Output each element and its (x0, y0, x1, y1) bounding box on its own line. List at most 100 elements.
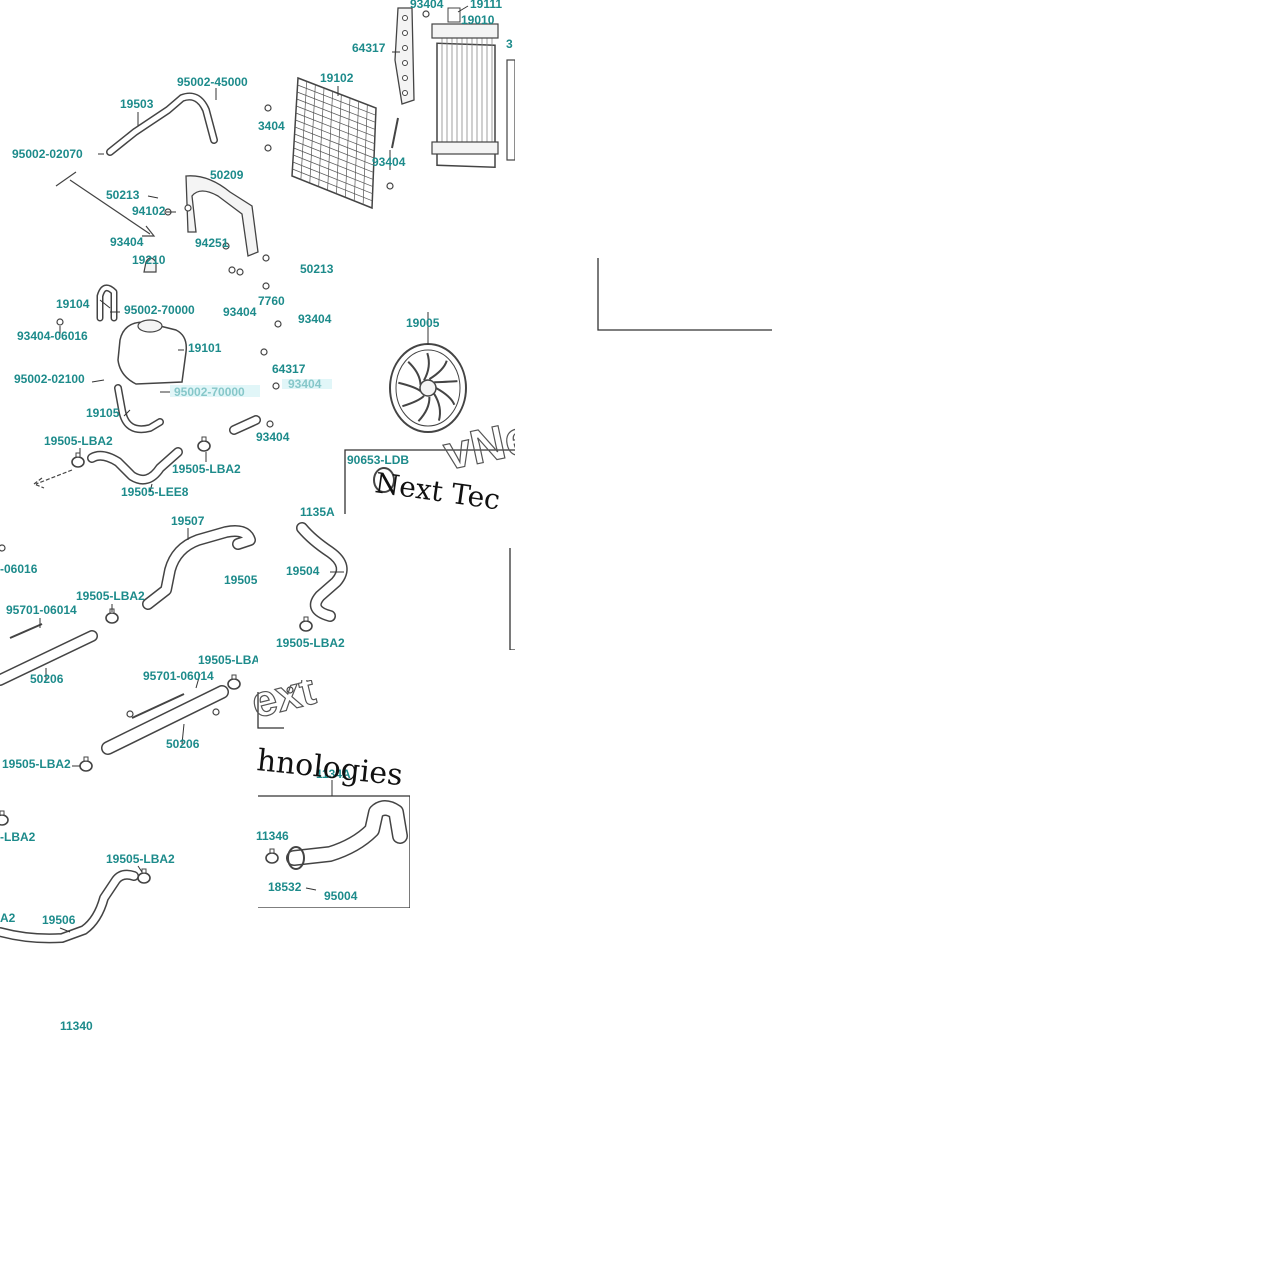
blank-region-7 (0, 1032, 258, 1285)
part-label-11346: 11346 (256, 829, 289, 843)
part-label-93404: 93404 (298, 312, 332, 326)
part-label-19505-lba2: 19505-LBA2 (2, 757, 71, 771)
blank-region-9 (410, 770, 515, 908)
leader-19 (149, 483, 153, 493)
part-label-19503: 19503 (120, 97, 154, 111)
bolt-7 (274, 320, 282, 328)
hose-right-stub (229, 415, 261, 435)
part-label-19111: 19111 (470, 0, 502, 11)
hose-clamp-2 (197, 436, 211, 452)
leader-10 (99, 299, 111, 309)
pipe-50206-left (0, 630, 98, 686)
leader-14 (91, 379, 105, 383)
blank-region-8 (258, 650, 515, 680)
hose-19507 (142, 525, 256, 610)
part-label-19505-lba2: 19505-LBA2 (76, 589, 145, 603)
clamp-90653 (373, 467, 395, 493)
part-label-19505-lba2: 19505-LBA2 (172, 462, 241, 476)
bolt-2 (264, 144, 272, 152)
part-label-64317: 64317 (272, 362, 306, 376)
hose-clamp-7 (137, 868, 151, 884)
part-label-93404: 93404 (410, 0, 444, 11)
part-label-3: 3 (506, 37, 513, 51)
direction-arrow-mid (32, 469, 73, 489)
bolt-4 (236, 268, 244, 276)
hose-19104 (96, 284, 118, 322)
part-label-90653-ldb: 90653-LDB (347, 453, 409, 467)
leader-25 (181, 723, 185, 745)
blank-region-2 (772, 0, 1285, 1285)
leader-29 (137, 865, 143, 873)
hose-19505-lee8 (87, 447, 183, 485)
part-label-3404: 3404 (258, 119, 285, 133)
bolt-6 (262, 254, 270, 262)
intake-hose-1134a (286, 800, 408, 866)
bolt-3 (386, 182, 394, 190)
part-label-19005: 19005 (406, 316, 440, 330)
hose-clamp-3 (299, 616, 313, 632)
detail-frame-1134-top (597, 258, 772, 331)
part-label--lba2: -LBA2 (0, 830, 36, 844)
hose-clamp-5 (227, 674, 241, 690)
radiator (431, 7, 499, 169)
part-label-1135a: 1135A (300, 505, 335, 519)
leader-1 (457, 5, 469, 13)
detail-frame-mid (257, 692, 284, 729)
leader-lines (39, 5, 469, 933)
bolt-5 (262, 282, 270, 290)
bolt-15 (228, 266, 236, 274)
part-label-50213: 50213 (300, 262, 334, 276)
part-label-19010: 19010 (461, 13, 495, 27)
part-label-19505-lba2: 19505-LBA2 (44, 434, 113, 448)
clamp-11346 (265, 848, 279, 864)
blank-region-4 (598, 330, 772, 1285)
reservoir-tank (117, 257, 188, 385)
bolt-21 (422, 10, 430, 18)
part-label-1134a: 1134A (316, 767, 351, 781)
part-label-18532: 18532 (268, 880, 302, 894)
hose-19506 (0, 869, 139, 944)
stay-95701-upper (9, 623, 43, 639)
cooling-fan (389, 343, 467, 433)
overlay-tiles (597, 258, 772, 331)
detail-frame-90653 (344, 449, 515, 514)
part-label-95701-06014: 95701-06014 (143, 669, 214, 683)
part-label-50206: 50206 (30, 672, 64, 686)
bolt-18 (212, 708, 220, 716)
part-label-95002-02070: 95002-02070 (12, 147, 83, 161)
part-label-93404: 93404 (110, 235, 144, 249)
intake-ring (287, 846, 305, 870)
part-label-19105: 19105 (86, 406, 120, 420)
part-label-93404: 93404 (372, 155, 406, 169)
part-label-95004: 95004 (324, 889, 358, 903)
hose-clamp-1 (71, 452, 85, 468)
part-label-95002-45000: 95002-45000 (177, 75, 248, 89)
stay-95701-lower (131, 693, 185, 719)
part-label-19507: 19507 (171, 514, 205, 528)
leader-8 (147, 195, 159, 199)
leader-16 (123, 409, 131, 417)
bolt-13 (222, 242, 230, 250)
part-label-50209: 50209 (210, 168, 244, 182)
part-label-19102: 19102 (320, 71, 354, 85)
part-label-19505-lee8: 19505-LEE8 (121, 485, 189, 499)
leader-27 (195, 673, 201, 689)
direction-arrow-top (55, 171, 156, 237)
bolt-17 (286, 686, 294, 694)
bolt-20 (0, 544, 6, 552)
blank-region-5 (515, 330, 598, 1285)
part-label-93404: 93404 (256, 430, 290, 444)
hose-19105 (114, 384, 164, 434)
part-label-64317: 64317 (352, 41, 386, 55)
part-label-50206: 50206 (166, 737, 200, 751)
bolt-11 (56, 318, 64, 326)
radiator-edge (506, 59, 516, 161)
part-label-93404: 93404 (223, 305, 257, 319)
blank-region-3 (515, 258, 772, 330)
stay-93404-mid (391, 117, 399, 149)
part-label-93404-06016: 93404-06016 (17, 329, 88, 343)
hose-19503 (106, 92, 218, 156)
hose-clamp-8 (0, 810, 9, 826)
part-label-94251: 94251 (195, 236, 229, 250)
